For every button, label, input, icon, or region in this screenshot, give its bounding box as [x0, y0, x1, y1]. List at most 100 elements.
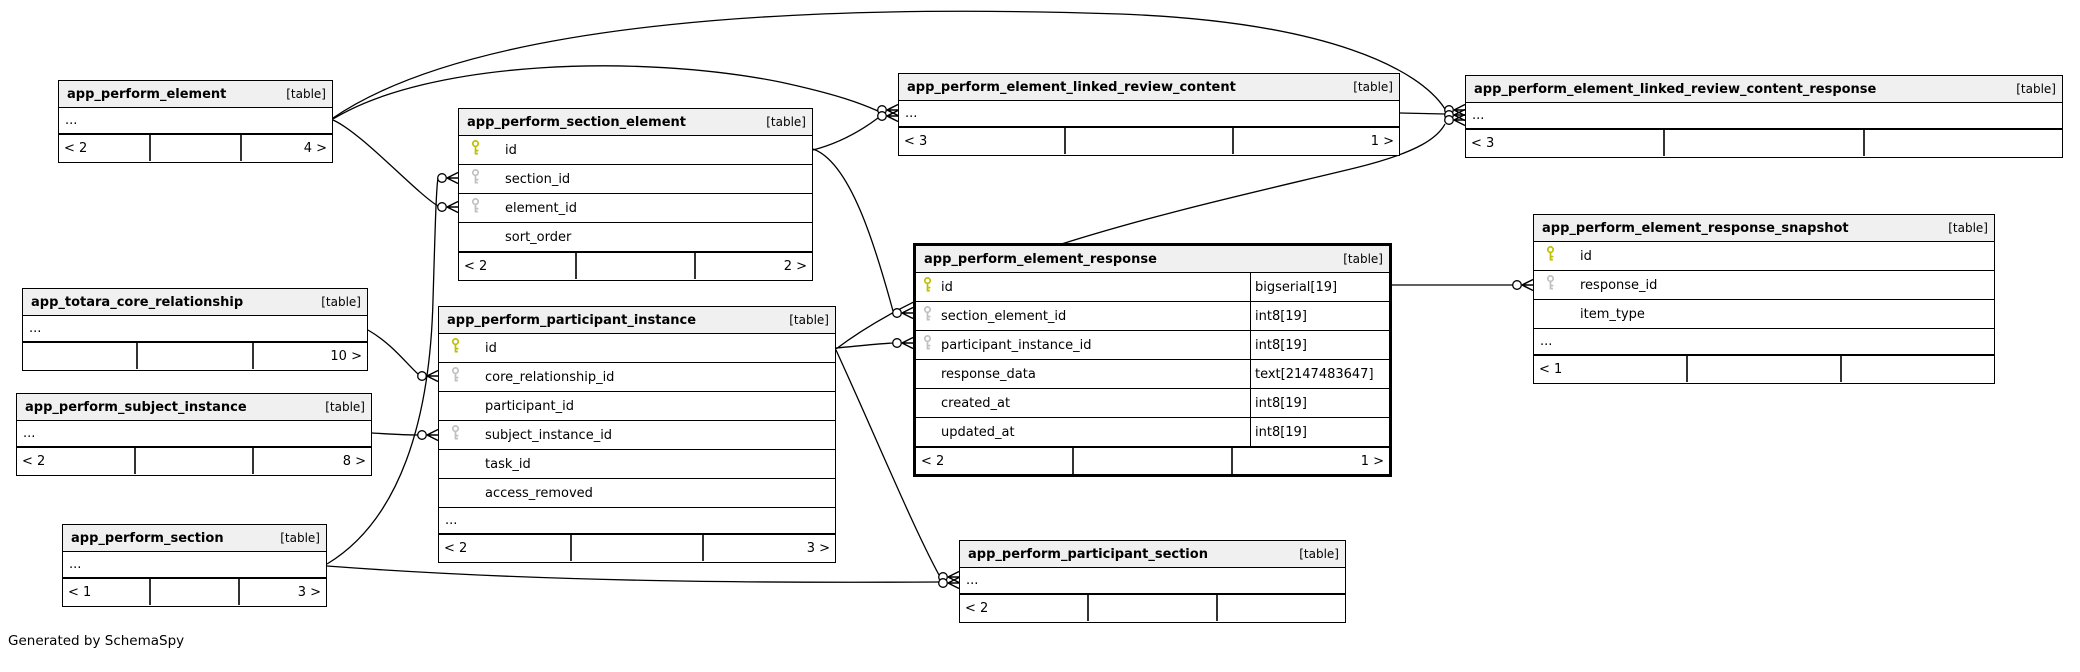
column-name: task_id: [485, 456, 531, 472]
foreign-key-icon: [1546, 275, 1557, 295]
table-name[interactable]: app_perform_element_response: [924, 251, 1157, 267]
crows-foot-marker: [901, 306, 914, 320]
incoming-count: < 3: [904, 133, 928, 149]
relationship-count-footer: 10 >: [23, 342, 367, 369]
column-name: participant_instance_id: [941, 337, 1092, 353]
column-row-ellipsis: ...: [439, 508, 835, 534]
column-name: section_id: [505, 171, 571, 187]
column-row-updated_at: updated_at int8[19]: [916, 418, 1389, 447]
foreign-key-icon: [451, 425, 462, 445]
table-name[interactable]: app_perform_element: [67, 86, 227, 102]
table-app_perform_subject_instance: app_perform_subject_instance[table]... < …: [16, 393, 372, 476]
relationship-app_perform_subject_instance-to-app_perform_participant_instance.subject_instance_id: [371, 428, 439, 442]
table-name[interactable]: app_perform_element_linked_review_conten…: [907, 79, 1236, 95]
table-header-app_perform_section_element[interactable]: app_perform_section_element [table]: [459, 109, 812, 136]
footer-spacer: [1064, 128, 1231, 154]
zero-or-many-circle-marker: [1512, 280, 1522, 290]
footer-spacer: [1686, 356, 1840, 382]
relationship-count-footer: < 2 1 >: [916, 447, 1389, 474]
table-type-badge: [table]: [1299, 547, 1339, 561]
column-row-response_id: response_id: [1534, 271, 1994, 300]
table-header-app_perform_participant_section[interactable]: app_perform_participant_section [table]: [960, 541, 1345, 568]
generator-note: Generated by SchemaSpy: [8, 633, 185, 649]
column-name: id: [485, 340, 497, 356]
table-header-app_perform_element_response_snapshot[interactable]: app_perform_element_response_snapshot [ta…: [1534, 215, 1994, 242]
column-type: text[2147483647]: [1250, 360, 1389, 388]
column-name: subject_instance_id: [485, 427, 613, 443]
table-name[interactable]: app_perform_subject_instance: [25, 399, 247, 415]
table-name[interactable]: app_perform_section_element: [467, 114, 687, 130]
table-header-app_perform_element[interactable]: app_perform_element[table]: [59, 81, 332, 108]
column-row-section_id: section_id: [459, 165, 812, 194]
column-type: bigserial[19]: [1250, 273, 1389, 301]
column-row-ellipsis: ...: [23, 316, 367, 342]
relationship-count-footer: < 3: [1466, 129, 2062, 156]
column-type: int8[19]: [1250, 302, 1389, 330]
footer-spacer: [1663, 130, 1862, 156]
zero-or-many-circle-marker: [938, 572, 948, 582]
primary-key-icon: [1546, 246, 1557, 266]
column-row-id: id: [1534, 242, 1994, 271]
crows-foot-marker: [1521, 278, 1534, 292]
table-header-app_perform_section[interactable]: app_perform_section[table]: [63, 525, 326, 552]
column-type: int8[19]: [1250, 389, 1389, 417]
column-name: id: [1580, 248, 1592, 264]
table-name[interactable]: app_totara_core_relationship: [31, 294, 244, 310]
incoming-count: < 1: [1539, 361, 1563, 377]
column-row-id: id: [439, 334, 835, 363]
table-header-app_perform_element_linked_review_content[interactable]: app_perform_element_linked_review_conten…: [899, 74, 1399, 101]
footer-spacer: [569, 535, 703, 561]
table-name[interactable]: app_perform_participant_section: [968, 546, 1208, 562]
column-row-ellipsis: ...: [63, 552, 326, 578]
table-header-app_perform_participant_instance[interactable]: app_perform_participant_instance[table]: [439, 307, 835, 334]
foreign-key-icon: [923, 335, 934, 355]
table-name[interactable]: app_perform_element_linked_review_conten…: [1474, 81, 1877, 97]
table-type-badge: [table]: [1948, 221, 1988, 235]
column-name: updated_at: [941, 424, 1015, 440]
foreign-key-icon: [471, 169, 482, 189]
relationship-app_perform_section-to-app_perform_participant_section: [326, 565, 960, 590]
column-type: int8[19]: [1250, 418, 1389, 446]
zero-or-many-circle-marker: [938, 578, 948, 588]
outgoing-count: 1 >: [1230, 448, 1389, 474]
zero-or-many-circle-marker: [437, 202, 447, 212]
zero-or-many-circle-marker: [1444, 105, 1454, 115]
column-row-participant_id: participant_id: [439, 392, 835, 421]
table-type-badge: [table]: [766, 115, 806, 129]
table-app_perform_element_response: app_perform_element_response[table]id big…: [913, 243, 1392, 477]
table-header-app_perform_subject_instance[interactable]: app_perform_subject_instance[table]: [17, 394, 371, 421]
incoming-count: < 2: [921, 453, 945, 469]
column-row-core_relationship_id: core_relationship_id: [439, 363, 835, 392]
zero-or-many-circle-marker: [877, 105, 887, 115]
table-header-app_perform_element_linked_review_content_response[interactable]: app_perform_element_linked_review_conten…: [1466, 76, 2062, 103]
outgoing-count: 8 >: [252, 448, 371, 474]
table-app_totara_core_relationship: app_totara_core_relationship[table]...10…: [22, 288, 368, 371]
column-name: element_id: [505, 200, 577, 216]
column-row-ellipsis: ...: [17, 421, 371, 447]
column-name: id: [941, 279, 953, 295]
crows-foot-marker: [446, 200, 459, 214]
column-row-element_id: element_id: [459, 194, 812, 223]
table-name[interactable]: app_perform_section: [71, 530, 224, 546]
column-name: access_removed: [485, 485, 593, 501]
table-name[interactable]: app_perform_participant_instance: [447, 312, 697, 328]
table-header-app_perform_element_response[interactable]: app_perform_element_response[table]: [916, 246, 1389, 273]
primary-key-icon: [451, 338, 462, 358]
incoming-count: < 2: [22, 453, 46, 469]
zero-or-many-circle-marker: [892, 338, 902, 348]
table-header-app_totara_core_relationship[interactable]: app_totara_core_relationship[table]: [23, 289, 367, 316]
zero-or-many-circle-marker: [417, 430, 427, 440]
incoming-count: < 3: [1471, 135, 1495, 151]
table-name[interactable]: app_perform_element_response_snapshot: [1542, 220, 1849, 236]
table-app_perform_participant_instance: app_perform_participant_instance[table]i…: [438, 306, 836, 563]
footer-spacer: [1087, 595, 1216, 621]
crows-foot-marker: [1453, 103, 1466, 117]
